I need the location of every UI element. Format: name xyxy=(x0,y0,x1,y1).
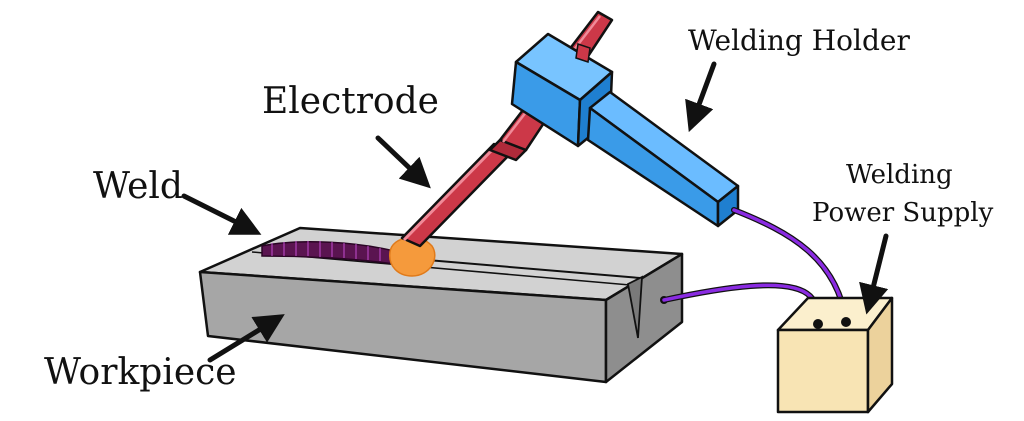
welding-holder xyxy=(510,32,740,228)
arrow-power-supply xyxy=(859,233,889,315)
workpiece-groove-notch xyxy=(626,275,644,339)
holder-electrode-tip xyxy=(575,43,591,63)
label-power-supply-line1: Welding xyxy=(846,160,953,190)
power-supply xyxy=(776,296,894,414)
power-box-front xyxy=(776,328,870,414)
arrow-welding-holder xyxy=(685,61,717,133)
label-weld: Weld xyxy=(93,166,183,207)
arrow-workpiece xyxy=(207,314,285,363)
label-workpiece: Workpiece xyxy=(44,352,237,393)
arrow-weld xyxy=(181,193,262,235)
arrow-electrode xyxy=(375,135,431,189)
label-electrode: Electrode xyxy=(262,81,439,122)
power-terminal xyxy=(841,317,851,327)
electrode-rod xyxy=(400,142,514,248)
pointer-arrows xyxy=(181,61,889,363)
power-terminal xyxy=(813,319,823,329)
label-power-supply-line2: Power Supply xyxy=(812,198,994,228)
label-welding-holder: Welding Holder xyxy=(688,24,910,57)
workpiece-side-face xyxy=(604,252,684,384)
